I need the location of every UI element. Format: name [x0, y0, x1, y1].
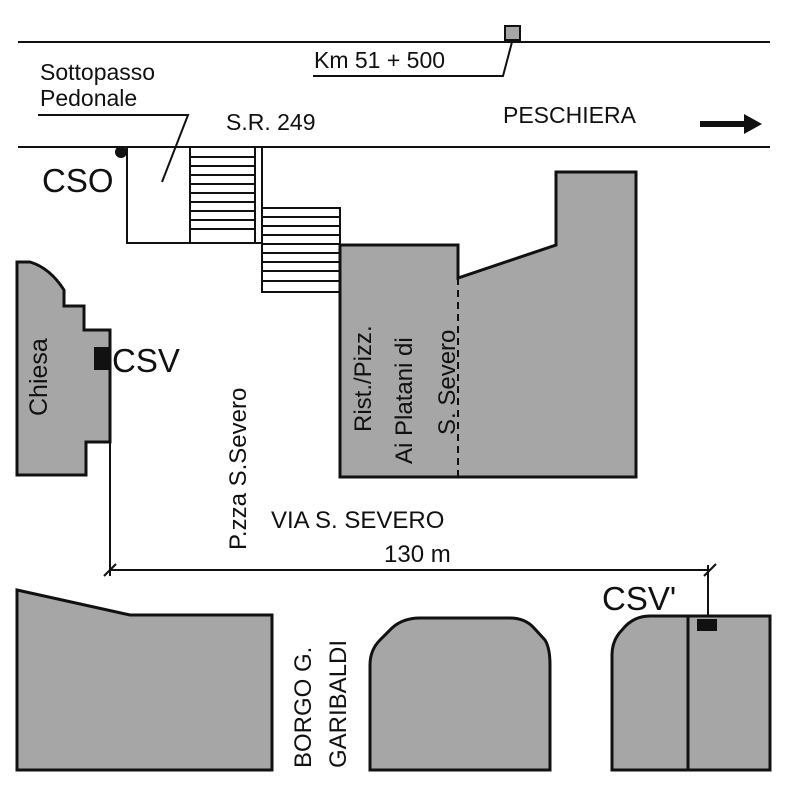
borgo-label-line1: BORGO G.	[290, 647, 317, 768]
borgo-label-line2: GARIBALDI	[325, 640, 352, 768]
church-building	[15, 260, 112, 477]
building-south-center	[368, 616, 552, 772]
cso-station-marker	[115, 146, 127, 158]
restaurant-label-line2: Ai Platani di	[391, 337, 418, 464]
cso-label: CSO	[42, 162, 114, 199]
underpass-leader	[38, 114, 190, 183]
building-southeast	[610, 614, 772, 772]
measure-tick-left	[103, 563, 117, 577]
csv-prime-label: CSV'	[602, 580, 676, 617]
stairs-upper	[189, 146, 256, 244]
destination-label: PESCHIERA	[503, 102, 637, 128]
arrow-right-icon	[700, 114, 762, 134]
underpass-label-line2: Pedonale	[40, 85, 137, 111]
distance-label: 130 m	[384, 541, 451, 568]
csv-prime-station-marker	[697, 619, 717, 631]
restaurant-label-line3: S. Severo	[434, 330, 461, 435]
kilometer-label: Km 51 + 500	[314, 47, 445, 73]
kilometer-leader	[313, 41, 513, 77]
underpass-label-line1: Sottopasso	[40, 59, 155, 85]
building-southwest	[15, 588, 274, 772]
csv-label: CSV	[112, 342, 180, 379]
measure-tick-right	[703, 563, 717, 577]
stairs-lower	[261, 207, 341, 293]
via-label: VIA S. SEVERO	[271, 507, 444, 534]
piazza-label: P.zza S.Severo	[225, 388, 252, 550]
road-name-label: S.R. 249	[226, 109, 316, 135]
csv-station-marker	[94, 347, 110, 370]
church-label: Chiesa	[25, 338, 53, 416]
kilometer-marker	[504, 25, 521, 41]
restaurant-building	[338, 170, 638, 479]
restaurant-label-line1: Rist./Pizz.	[350, 325, 377, 432]
